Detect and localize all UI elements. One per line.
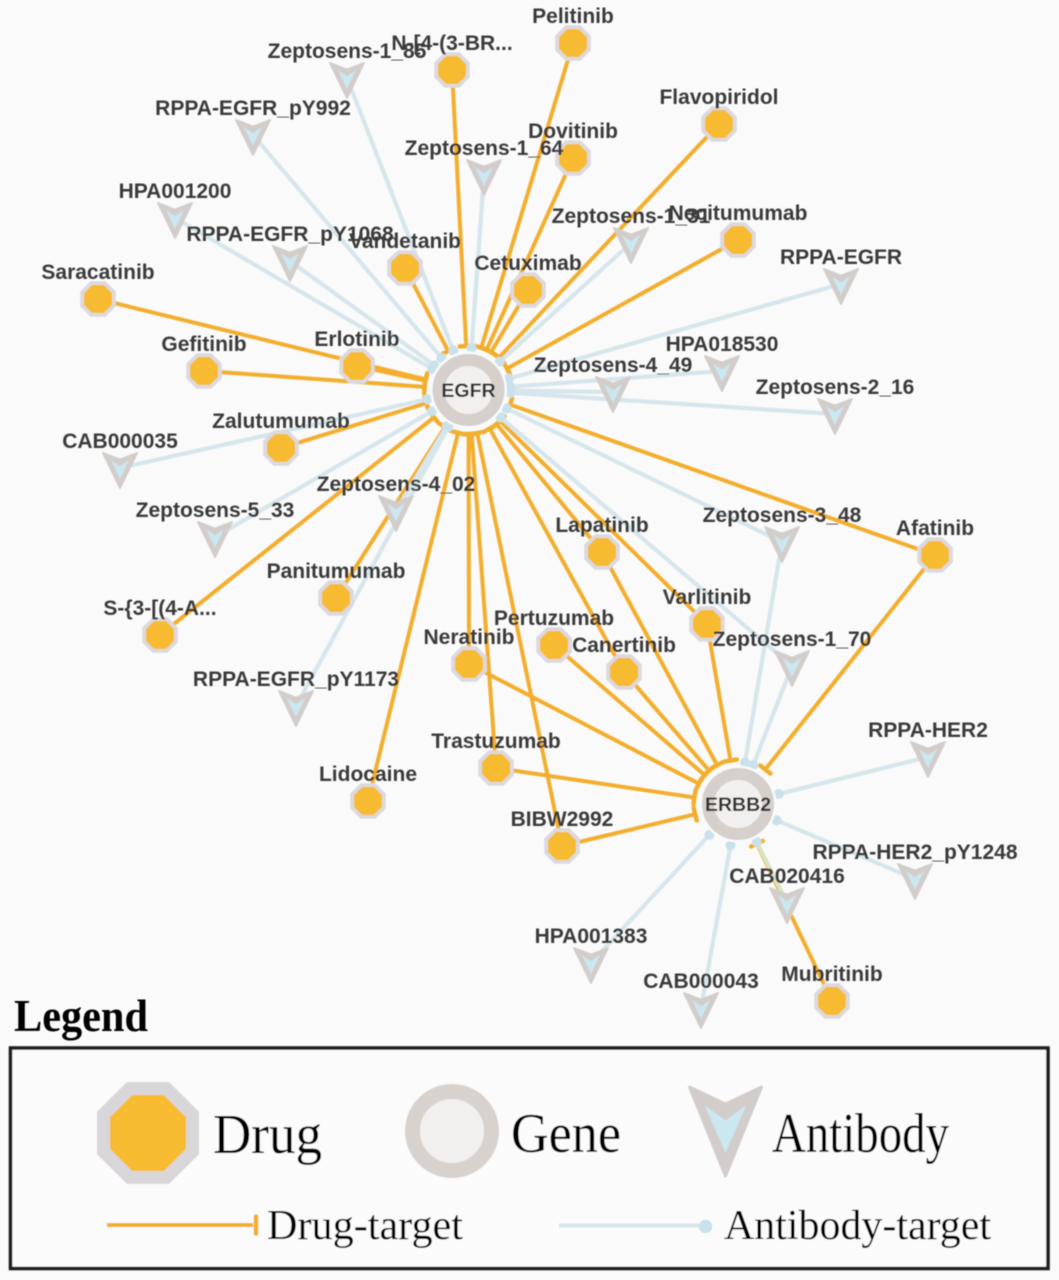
- svg-text:Gefitinib: Gefitinib: [161, 333, 246, 356]
- svg-text:S-{3-[(4-A...: S-{3-[(4-A...: [103, 597, 216, 620]
- svg-text:Zeptosens-2_16: Zeptosens-2_16: [756, 376, 915, 399]
- svg-text:CAB000035: CAB000035: [62, 430, 178, 453]
- svg-text:HPA001200: HPA001200: [119, 180, 232, 203]
- svg-text:Pelitinib: Pelitinib: [532, 5, 614, 28]
- svg-text:Lapatinib: Lapatinib: [555, 514, 648, 537]
- svg-text:Saracatinib: Saracatinib: [41, 261, 154, 284]
- svg-text:Zeptosens-3_48: Zeptosens-3_48: [703, 504, 862, 527]
- svg-text:Zeptosens-4_49: Zeptosens-4_49: [534, 354, 693, 377]
- svg-text:Drug: Drug: [213, 1104, 322, 1166]
- svg-text:Drug-target: Drug-target: [267, 1203, 463, 1249]
- svg-text:Zeptosens-1_31: Zeptosens-1_31: [552, 205, 711, 228]
- svg-text:Zeptosens-1_64: Zeptosens-1_64: [405, 137, 564, 160]
- svg-text:Canertinib: Canertinib: [572, 634, 676, 657]
- svg-text:Panitumumab: Panitumumab: [267, 560, 406, 583]
- svg-text:CAB000043: CAB000043: [643, 970, 759, 993]
- svg-text:RPPA-HER2: RPPA-HER2: [868, 719, 988, 742]
- svg-text:Erlotinib: Erlotinib: [314, 328, 399, 351]
- svg-text:ERBB2: ERBB2: [705, 794, 771, 816]
- svg-text:Vandetanib: Vandetanib: [349, 230, 461, 253]
- svg-text:Pertuzumab: Pertuzumab: [494, 607, 614, 630]
- svg-text:Trastuzumab: Trastuzumab: [431, 730, 561, 753]
- svg-text:Gene: Gene: [511, 1103, 621, 1165]
- svg-text:Antibody-target: Antibody-target: [724, 1203, 991, 1249]
- svg-text:RPPA-EGFR_pY1173: RPPA-EGFR_pY1173: [193, 668, 399, 691]
- svg-text:Zeptosens-4_02: Zeptosens-4_02: [317, 473, 476, 496]
- svg-text:Zeptosens-1_70: Zeptosens-1_70: [713, 628, 872, 651]
- svg-text:Dovitinib: Dovitinib: [528, 120, 618, 143]
- svg-text:Neratinib: Neratinib: [423, 626, 514, 649]
- svg-text:Mubritinib: Mubritinib: [781, 963, 882, 986]
- svg-text:Zalutumumab: Zalutumumab: [212, 410, 350, 433]
- svg-text:CAB020416: CAB020416: [729, 865, 845, 888]
- svg-text:BIBW2992: BIBW2992: [511, 808, 614, 831]
- svg-text:Legend: Legend: [14, 990, 148, 1041]
- svg-text:Afatinib: Afatinib: [896, 517, 974, 540]
- svg-text:Varlitinib: Varlitinib: [663, 586, 752, 609]
- svg-text:Necitumumab: Necitumumab: [669, 202, 808, 225]
- svg-text:RPPA-EGFR: RPPA-EGFR: [780, 246, 902, 269]
- svg-text:Zeptosens-5_33: Zeptosens-5_33: [136, 499, 295, 522]
- svg-text:EGFR: EGFR: [441, 380, 495, 402]
- svg-text:RPPA-EGFR_pY1068: RPPA-EGFR_pY1068: [186, 223, 394, 246]
- svg-text:RPPA-EGFR_pY992: RPPA-EGFR_pY992: [155, 97, 351, 120]
- svg-text:Cetuximab: Cetuximab: [474, 252, 581, 275]
- svg-text:Zeptosens-1_85: Zeptosens-1_85: [268, 40, 427, 63]
- svg-text:HPA001383: HPA001383: [535, 925, 648, 948]
- svg-text:Lidocaine: Lidocaine: [319, 763, 417, 786]
- svg-text:Flavopiridol: Flavopiridol: [659, 86, 778, 109]
- svg-text:Antibody: Antibody: [772, 1103, 949, 1165]
- svg-text:RPPA-HER2_pY1248: RPPA-HER2_pY1248: [812, 841, 1017, 864]
- svg-text:N-[4-(3-BR...: N-[4-(3-BR...: [391, 32, 512, 55]
- svg-text:HPA018530: HPA018530: [666, 333, 779, 356]
